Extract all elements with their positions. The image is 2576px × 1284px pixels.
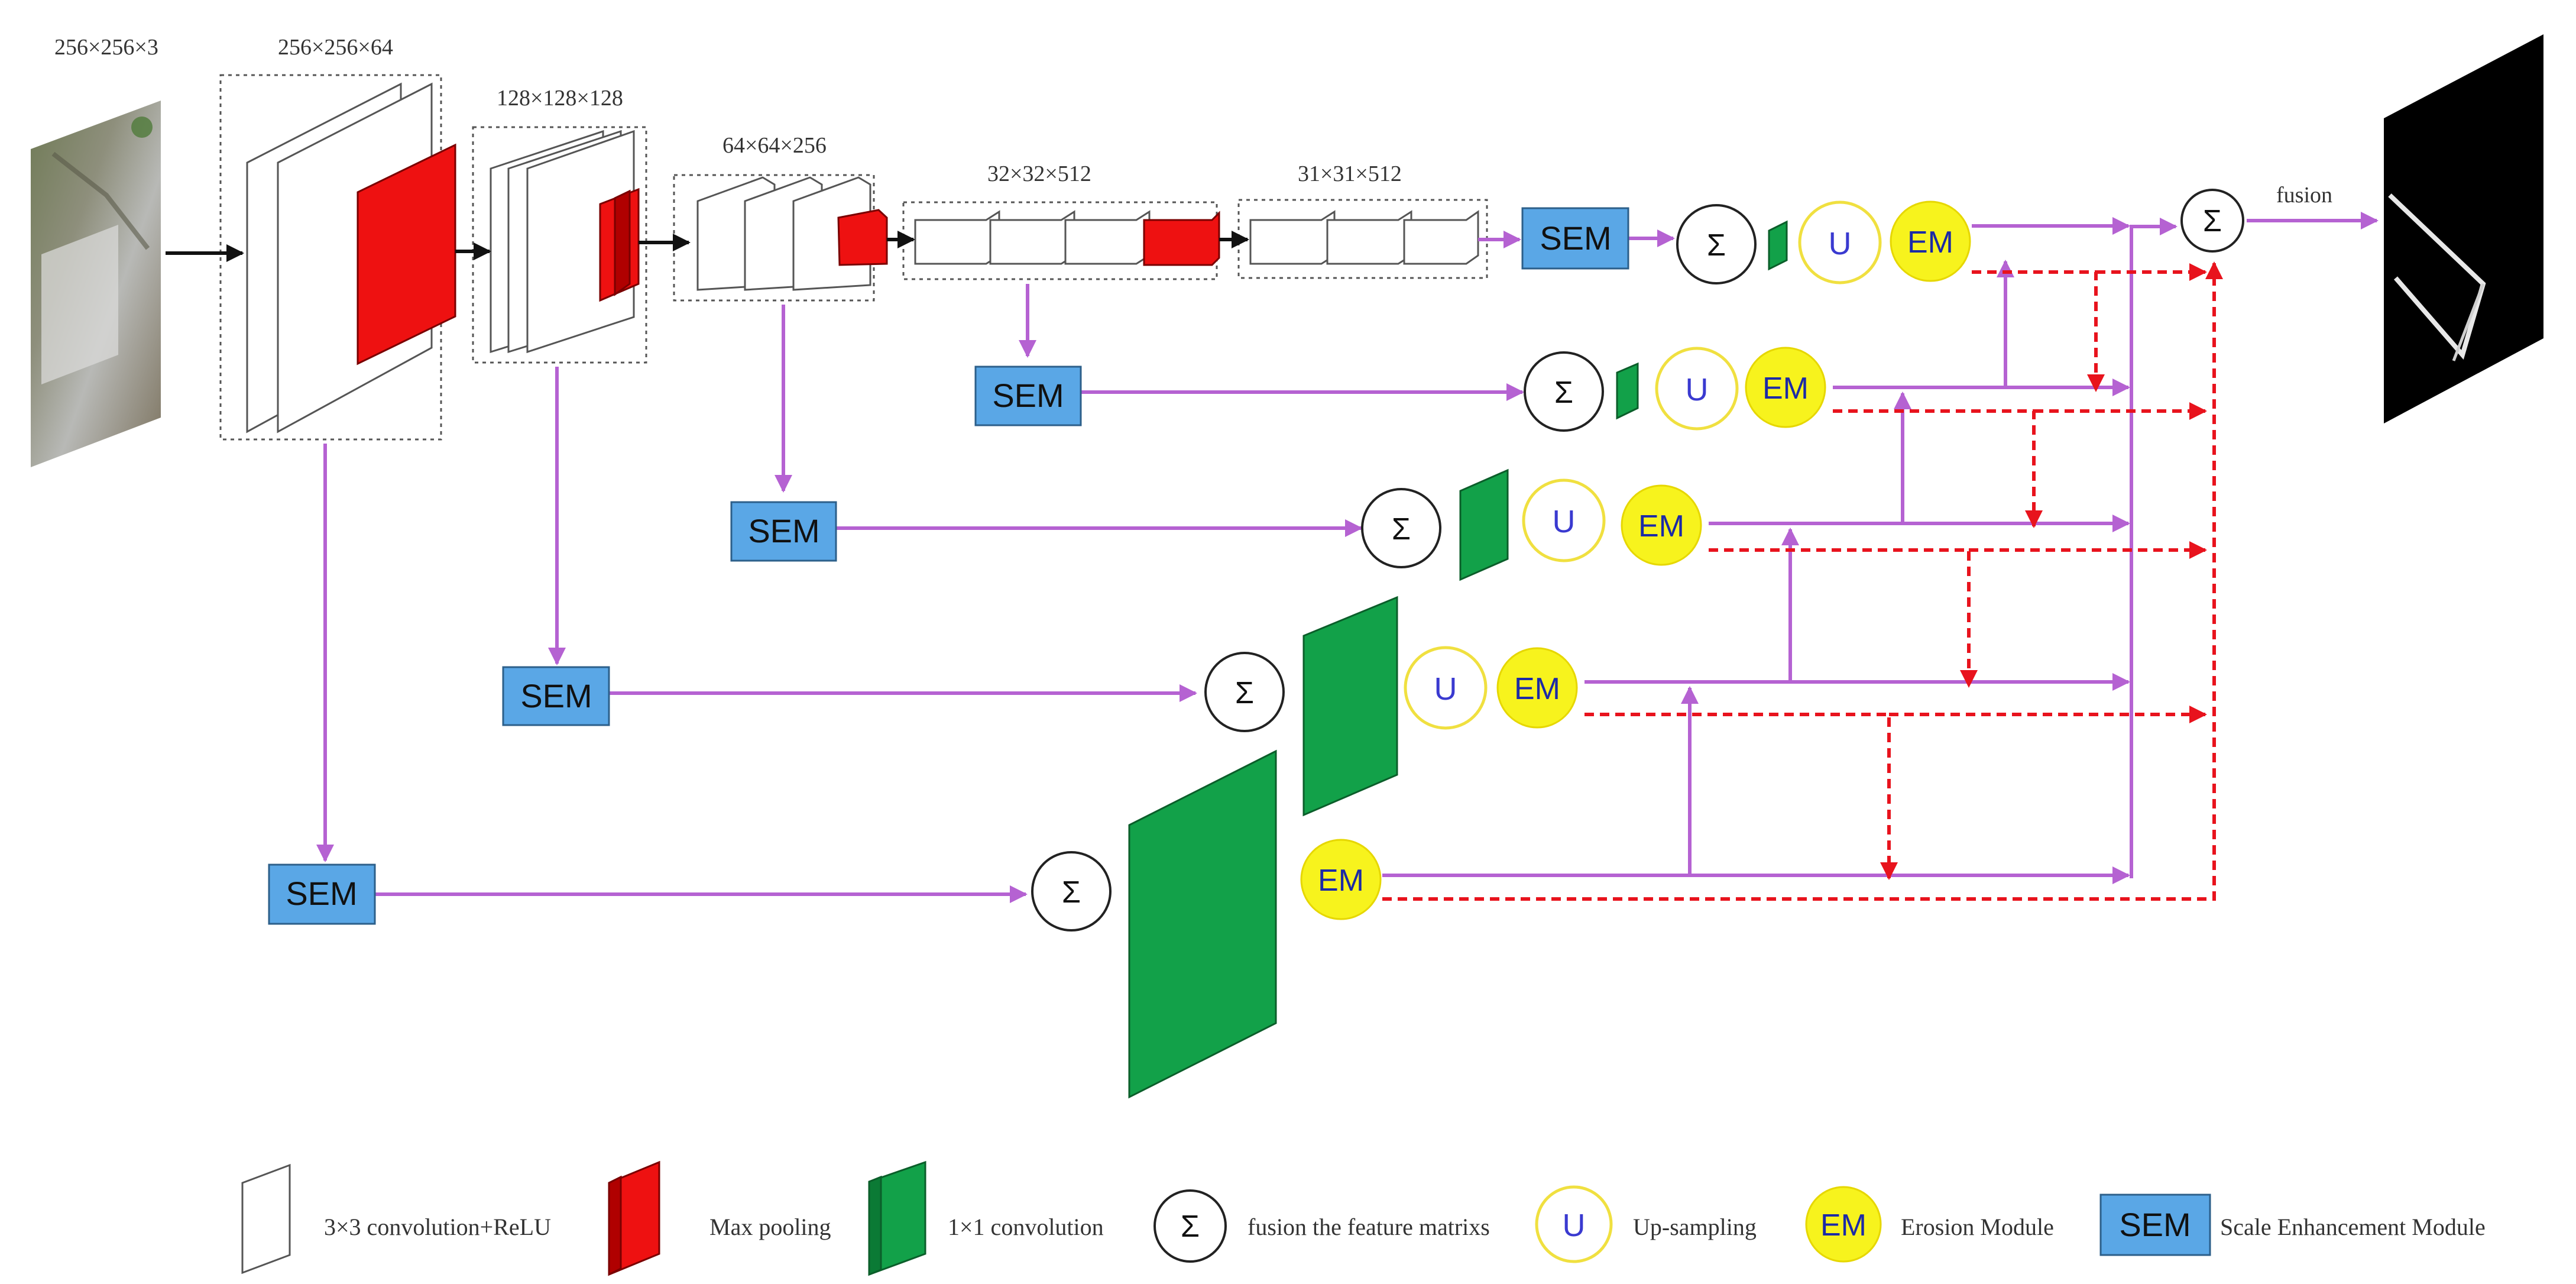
em-label: EM (1514, 672, 1560, 706)
sum-node: Σ (1676, 204, 1757, 284)
em-label: EM (1638, 509, 1684, 544)
legend-conv-label: 3×3 convolution+ReLU (324, 1214, 551, 1240)
legend-conv1x1-side (868, 1175, 882, 1276)
sem-box: SEM (268, 863, 376, 925)
legend-conv-icon (241, 1163, 291, 1275)
legend: 3×3 convolution+ReLU Max pooling 1×1 con… (241, 1160, 2486, 1276)
conv1x1-layer (1616, 362, 1639, 420)
upsample-node: U (1798, 200, 1882, 284)
legend-em-glyph: EM (1820, 1208, 1867, 1243)
conv-layer (1249, 210, 1336, 265)
sem-label: SEM (1540, 219, 1611, 257)
sigma-label: Σ (1707, 228, 1726, 263)
legend-sigma-glyph: Σ (1181, 1209, 1200, 1244)
erosion-node: EM (1745, 347, 1826, 428)
up-label: U (1686, 372, 1709, 407)
upsample-node: U (1655, 347, 1739, 431)
sigma-label: Σ (1554, 376, 1573, 410)
legend-fusion-label: fusion the feature matrixs (1248, 1214, 1490, 1240)
conv-layer (914, 210, 1000, 265)
block1-dim-label: 256×256×64 (278, 35, 393, 60)
em-label: EM (1762, 371, 1809, 406)
legend-erosion-label: Erosion Module (1901, 1214, 2054, 1240)
conv-layer (989, 210, 1075, 265)
block3-dim-label: 64×64×256 (722, 133, 827, 158)
output-image (2384, 34, 2543, 423)
up-label: U (1434, 671, 1457, 707)
legend-conv1x1-label: 1×1 convolution (948, 1214, 1104, 1240)
legend-pool-side (608, 1175, 622, 1276)
sem-label: SEM (520, 677, 592, 714)
legend-upsampling-label: Up-sampling (1633, 1214, 1757, 1240)
sem-box: SEM (730, 501, 837, 562)
conv-layer (1064, 210, 1151, 265)
conv-layer (1403, 210, 1479, 265)
sem-label: SEM (992, 377, 1064, 414)
sem-label: SEM (748, 512, 819, 549)
legend-sem-icon (2099, 1194, 2211, 1256)
em-label: EM (1907, 225, 1953, 260)
fusion-label: fusion (2276, 183, 2332, 208)
sem-box: SEM (502, 666, 610, 726)
block4-frame (902, 201, 1218, 280)
forward-arrows (166, 231, 1249, 262)
upsample-node: U (1522, 478, 1606, 562)
maxpool-layer (357, 143, 456, 366)
legend-pool-label: Max pooling (709, 1214, 831, 1240)
legend-scale-label: Scale Enhancement Module (2220, 1214, 2486, 1240)
sigma-label: Σ (2203, 204, 2222, 238)
block2-frame (472, 126, 647, 364)
up-label: U (1553, 504, 1576, 539)
input-image (31, 101, 161, 467)
input-dim-label: 256×256×3 (54, 35, 158, 60)
em-label: EM (1318, 863, 1364, 898)
sum-node: Σ (1204, 652, 1285, 732)
erosion-node: EM (1496, 647, 1578, 729)
final-sum-node: Σ (2180, 189, 2244, 253)
maxpool-layer (837, 209, 888, 266)
conv1x1-layer (1459, 468, 1509, 581)
legend-sigma-icon (1153, 1189, 1227, 1263)
erosion-node: EM (1890, 200, 1971, 282)
sem-box: SEM (974, 366, 1082, 426)
legend-em-icon (1805, 1186, 1882, 1263)
sigma-label: Σ (1235, 676, 1254, 710)
conv1x1-layer (1302, 596, 1398, 817)
conv1x1-layer (1128, 749, 1277, 1099)
conv-layer (1326, 210, 1412, 265)
sum-node: Σ (1361, 488, 1441, 568)
sigma-label: Σ (1062, 875, 1081, 910)
sum-node: Σ (1031, 851, 1112, 932)
up-label: U (1829, 226, 1852, 261)
sum-node: Σ (1524, 351, 1604, 432)
legend-up-glyph: U (1563, 1208, 1586, 1243)
sigma-label: Σ (1392, 512, 1411, 546)
sem-box: SEM (1521, 207, 1629, 270)
erosion-node: EM (1300, 839, 1382, 920)
block2-dim-label: 128×128×128 (497, 86, 623, 111)
legend-sem-glyph: SEM (2119, 1206, 2191, 1243)
block5-dim-label: 31×31×512 (1298, 161, 1402, 186)
flow-arrows (316, 212, 2379, 903)
legend-up-icon (1535, 1185, 1613, 1263)
block4-dim-label: 32×32×512 (987, 161, 1091, 186)
erosion-node: EM (1621, 484, 1702, 566)
maxpool-layer (1143, 211, 1220, 266)
maxpool-side (614, 189, 631, 296)
conv1x1-layer (1768, 220, 1788, 271)
erosion-arrows (1382, 261, 2223, 901)
upsample-node: U (1404, 646, 1488, 730)
sem-label: SEM (286, 875, 357, 912)
